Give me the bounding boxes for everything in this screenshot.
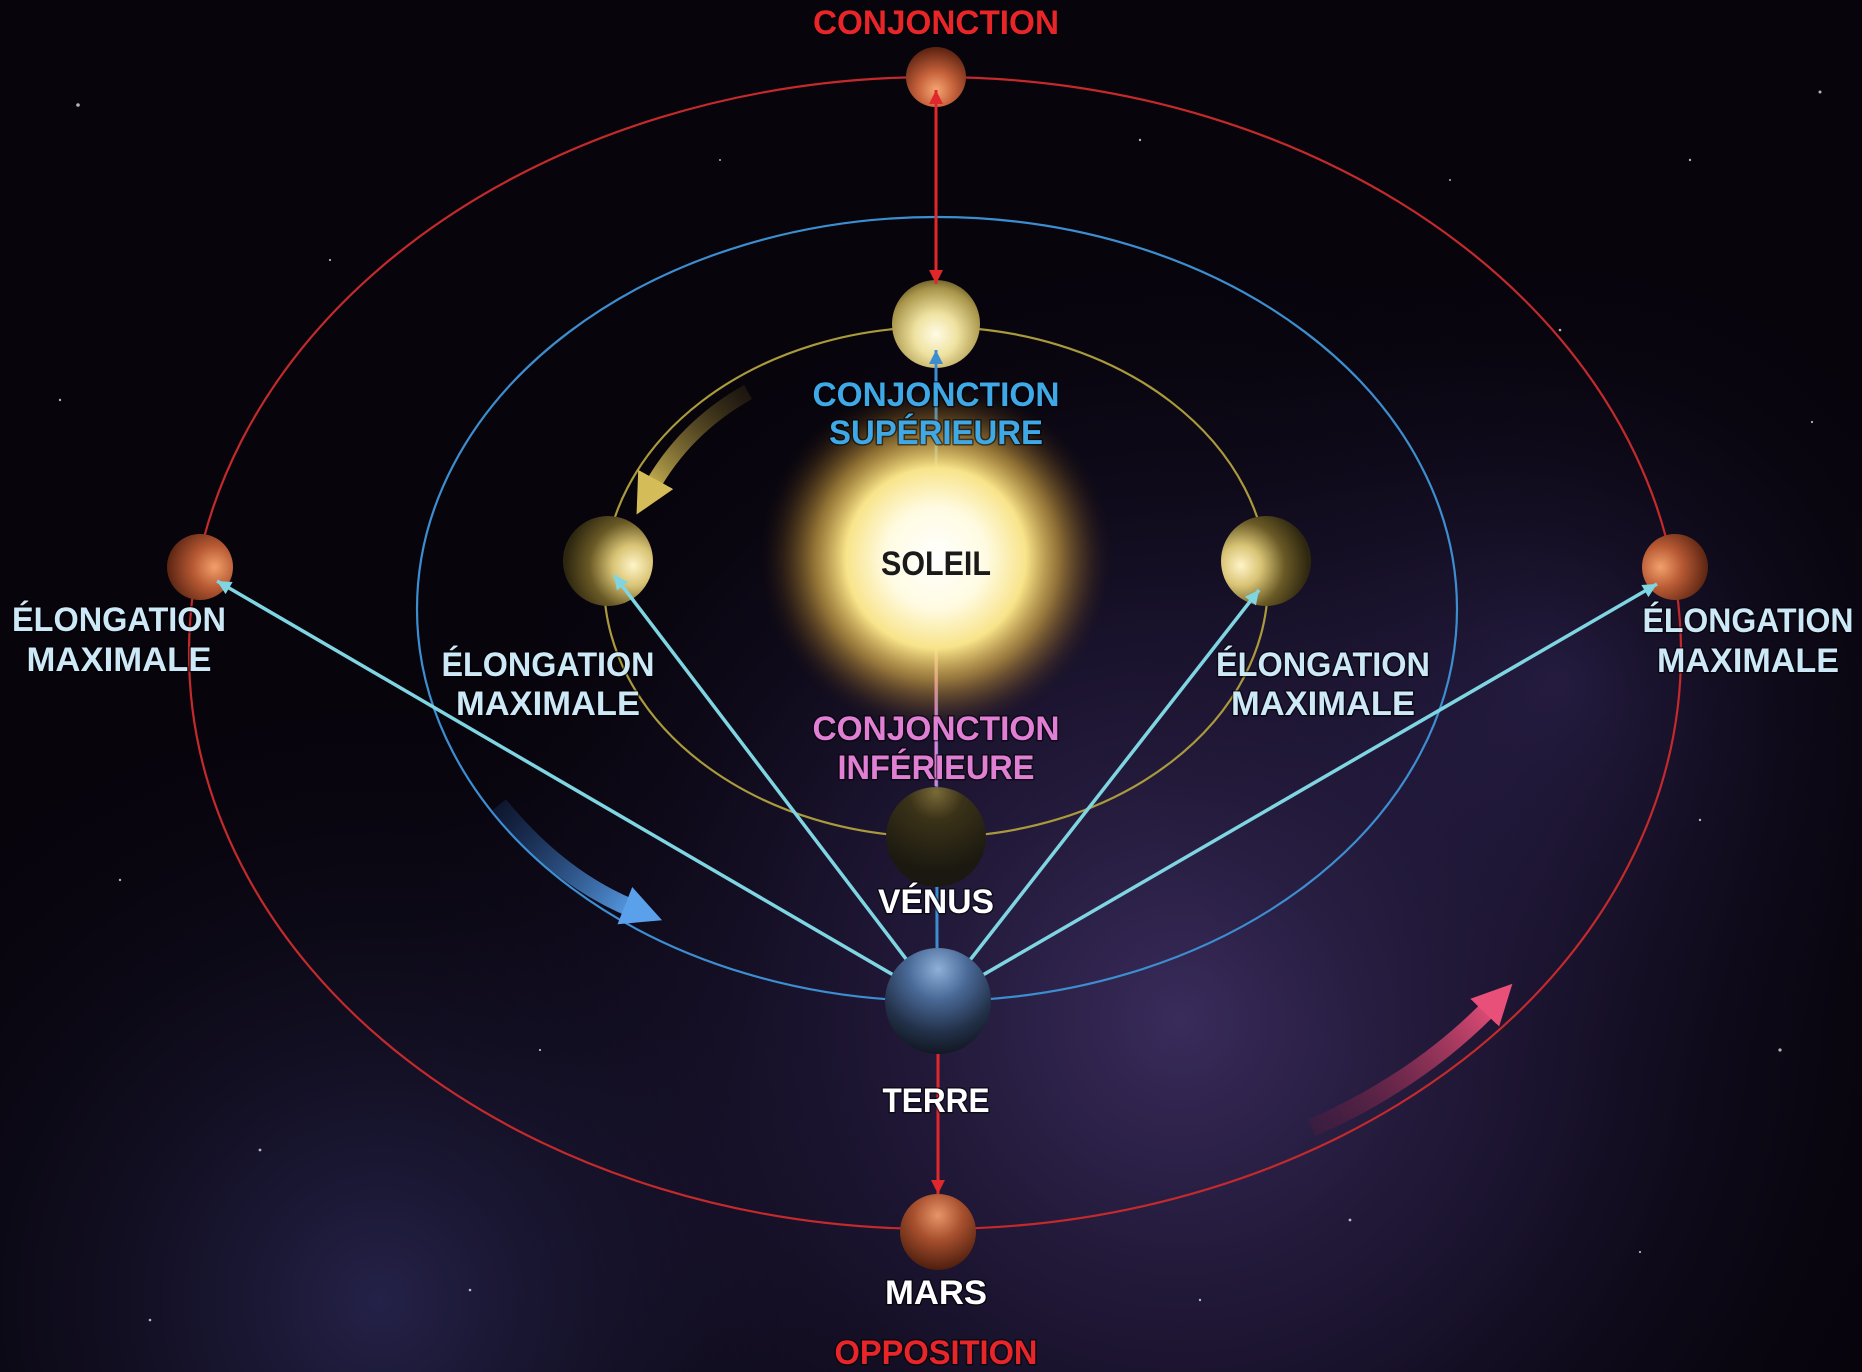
star bbox=[1138, 138, 1142, 142]
star bbox=[719, 159, 721, 161]
star bbox=[1638, 1250, 1642, 1254]
mars-elongation-right-planet bbox=[1642, 534, 1708, 600]
mars-conjunction-planet bbox=[906, 47, 966, 107]
venus-label: VÉNUS bbox=[878, 883, 994, 921]
sight-line-venus-elongation-left bbox=[612, 573, 940, 1003]
venus-elongation-right-planet bbox=[1221, 516, 1311, 606]
inferior-conjunction-label-line1: CONJONCTION bbox=[813, 710, 1060, 748]
sun-label: SOLEIL bbox=[881, 545, 991, 583]
elongation-inner-right-label-line2: MAXIMALE bbox=[1231, 685, 1415, 723]
star bbox=[1698, 818, 1702, 822]
elongation-outer-right-label-line1: ÉLONGATION bbox=[1643, 602, 1854, 640]
star bbox=[468, 1288, 472, 1292]
mars-opposition-planet bbox=[900, 1194, 976, 1270]
star bbox=[1348, 1218, 1352, 1222]
mars-orbit-direction-arrow bbox=[1308, 983, 1513, 1137]
earth-label: TERRE bbox=[883, 1082, 990, 1120]
mars-elongation-left-planet bbox=[167, 534, 233, 600]
star bbox=[1558, 328, 1562, 332]
inferior-conjunction-label-line2: INFÉRIEURE bbox=[838, 749, 1035, 787]
elongation-inner-left-label-line1: ÉLONGATION bbox=[442, 646, 655, 684]
earth-orbit-direction-arrow bbox=[492, 799, 663, 925]
star bbox=[328, 258, 332, 262]
venus-elongation-left-planet bbox=[563, 516, 653, 606]
star bbox=[1810, 420, 1814, 424]
star bbox=[148, 1318, 152, 1322]
mars-label: MARS bbox=[885, 1274, 987, 1312]
sun bbox=[756, 378, 1116, 738]
sight-line-mars-elongation-left bbox=[216, 579, 939, 1003]
star bbox=[1449, 179, 1451, 181]
star-field bbox=[58, 90, 1822, 1322]
earth-planet bbox=[885, 948, 991, 1054]
star bbox=[1688, 158, 1692, 162]
conjunction-label: CONJONCTION bbox=[813, 4, 1059, 42]
star bbox=[1778, 1048, 1782, 1052]
venus-orbit-direction-arrow bbox=[636, 385, 752, 515]
star bbox=[76, 103, 80, 107]
sight-line-mars-elongation-right bbox=[937, 582, 1658, 1003]
elongation-inner-left-label-line2: MAXIMALE bbox=[456, 685, 640, 723]
star bbox=[1198, 1298, 1202, 1302]
elongation-outer-left-label-line2: MAXIMALE bbox=[27, 641, 212, 679]
star bbox=[538, 1048, 542, 1052]
superior-conjunction-label-line2: SUPÉRIEURE bbox=[829, 414, 1043, 452]
star bbox=[118, 878, 122, 882]
elongation-outer-left-label-line1: ÉLONGATION bbox=[12, 601, 226, 639]
venus-inferior-conjunction-planet bbox=[886, 787, 986, 887]
opposition-label: OPPOSITION bbox=[835, 1334, 1038, 1372]
star bbox=[258, 1148, 262, 1152]
superior-conjunction-label-line1: CONJONCTION bbox=[813, 376, 1060, 414]
star bbox=[1818, 90, 1822, 94]
venus-superior-conjunction-planet bbox=[892, 280, 980, 368]
star bbox=[58, 398, 62, 402]
elongation-inner-right-label-line1: ÉLONGATION bbox=[1216, 646, 1430, 684]
elongation-outer-right-label-line2: MAXIMALE bbox=[1657, 642, 1839, 680]
sight-line-venus-elongation-right bbox=[936, 588, 1261, 1003]
